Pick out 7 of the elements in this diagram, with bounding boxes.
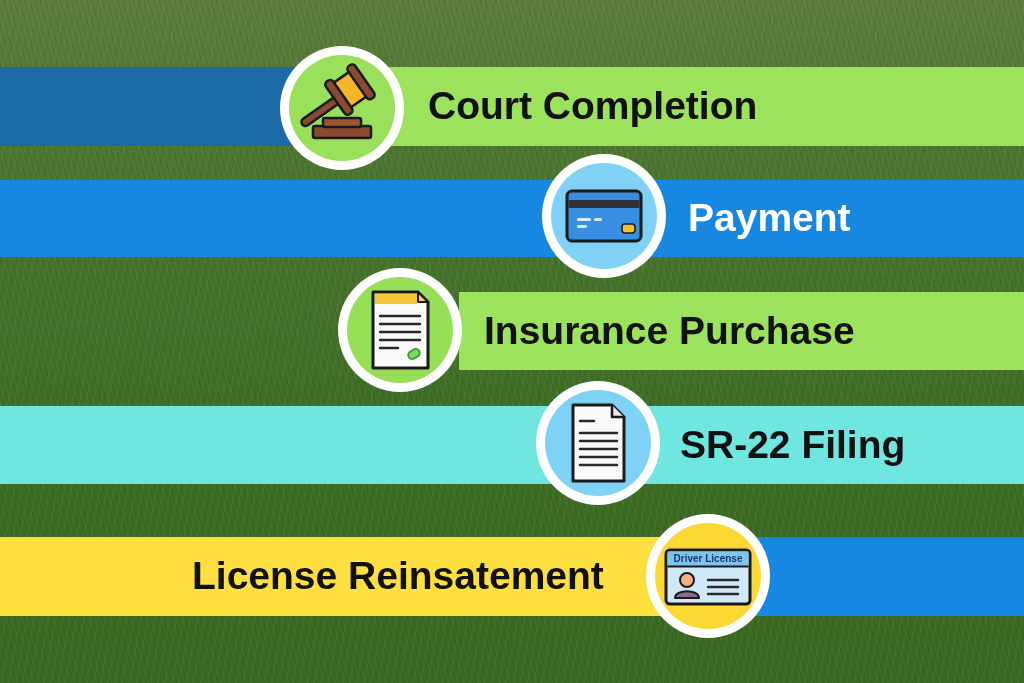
step-title: Payment xyxy=(688,197,851,240)
step-title: Court Completion xyxy=(428,85,758,128)
step-title: License Reinsatement xyxy=(192,555,604,598)
banner-strip xyxy=(459,292,1024,370)
card-heading: Driver License xyxy=(672,552,744,566)
step-title: Insurance Purchase xyxy=(484,309,855,353)
step-title: SR-22 Filing xyxy=(680,423,906,467)
